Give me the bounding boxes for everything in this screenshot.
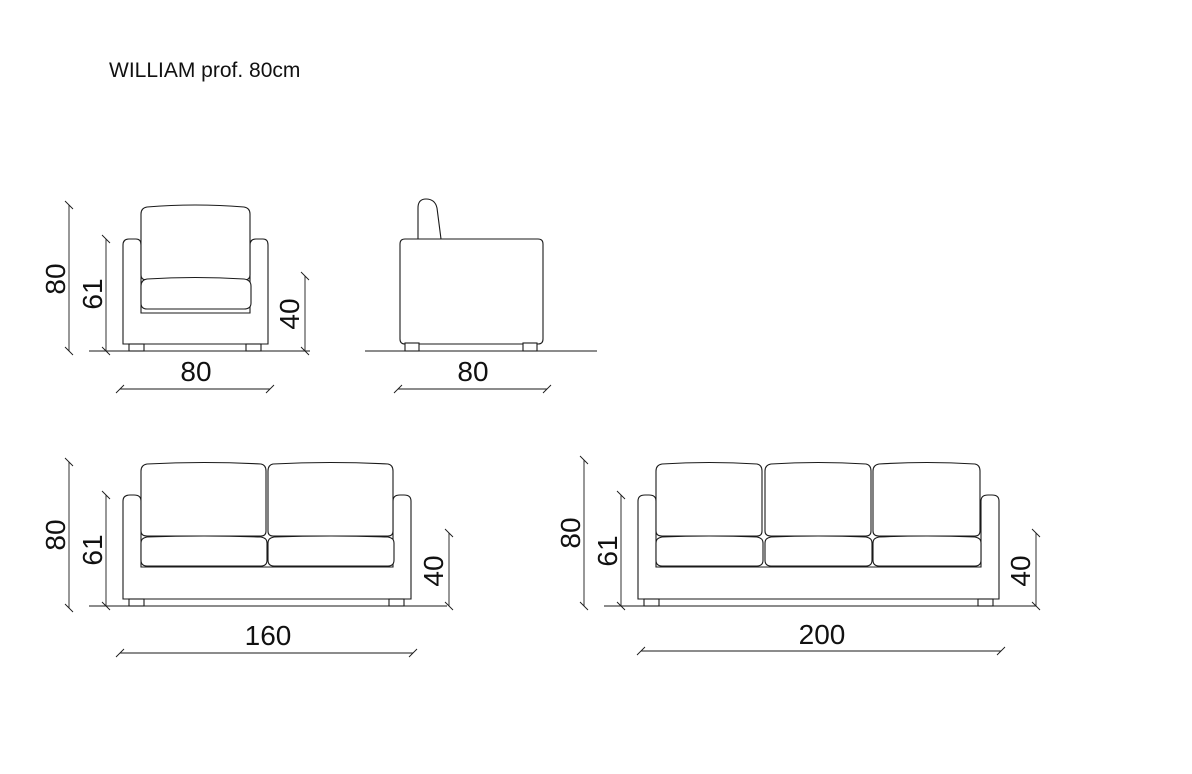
foot xyxy=(404,342,420,352)
height-seat-label: 40 xyxy=(418,555,449,586)
height-back-label: 61 xyxy=(592,535,623,566)
back-cushion xyxy=(140,204,251,281)
armchair-front-view: 80 61 40 80 xyxy=(40,200,310,394)
foot xyxy=(128,598,145,607)
foot xyxy=(388,598,405,607)
seat-cushion xyxy=(140,535,268,567)
foot xyxy=(128,343,145,352)
armchair-body xyxy=(122,238,269,345)
height-seat-label: 40 xyxy=(1005,555,1036,586)
sofa-2-seat-front-view: 80 61 40 160 xyxy=(40,457,454,658)
seat-cushion xyxy=(267,535,395,567)
sofa-body xyxy=(122,494,412,600)
width-label: 160 xyxy=(245,620,292,651)
height-total-label: 80 xyxy=(555,517,586,548)
depth-label: 80 xyxy=(457,356,488,387)
side-body xyxy=(399,238,544,345)
seat-cushion xyxy=(655,535,764,567)
back-cushion-profile xyxy=(417,198,442,240)
foot xyxy=(245,343,262,352)
seat-cushion xyxy=(764,535,873,567)
back-cushion xyxy=(872,461,981,537)
foot xyxy=(522,342,538,352)
armchair-side-view: 80 xyxy=(365,198,597,394)
width-label: 200 xyxy=(799,619,846,650)
height-back-label: 61 xyxy=(77,278,108,309)
sofa-body xyxy=(637,494,1000,600)
seat-cushion xyxy=(872,535,982,567)
back-cushion xyxy=(140,461,267,537)
height-total-label: 80 xyxy=(40,263,71,294)
foot xyxy=(977,598,994,607)
back-cushion xyxy=(267,461,394,537)
back-cushion xyxy=(764,461,872,537)
drawing-title: WILLIAM prof. 80cm xyxy=(109,59,300,82)
sofa-3-seat-front-view: 80 61 40 200 xyxy=(555,455,1041,656)
height-total-label: 80 xyxy=(40,519,71,550)
back-cushion xyxy=(655,461,763,537)
width-label: 80 xyxy=(180,356,211,387)
seat-cushion xyxy=(140,276,252,310)
height-back-label: 61 xyxy=(77,534,108,565)
height-seat-label: 40 xyxy=(274,298,305,329)
foot xyxy=(643,598,660,607)
